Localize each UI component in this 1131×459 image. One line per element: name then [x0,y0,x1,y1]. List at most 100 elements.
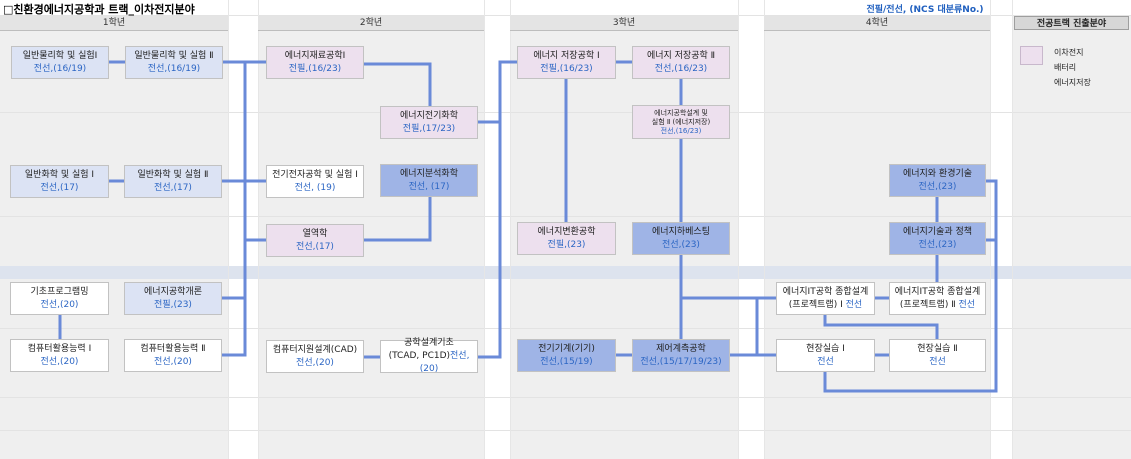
grid-line [990,0,991,459]
course-info: 전선,(20) [40,356,79,367]
course-name: 컴퓨터활용능력 Ⅰ [27,343,92,354]
course-electric-machinery[interactable]: 전기기계(기기) 전선,(15/19) [517,339,616,372]
year1-header: 1학년 [0,16,228,31]
course-info: 전선,(20) [419,351,470,374]
course-name: 공학설계기초 [404,338,454,348]
course-name: 기초프로그램밍 [30,286,89,297]
grid-line [1012,0,1013,459]
course-field-practice-2[interactable]: 현장실습 Ⅱ 전선 [889,339,986,372]
course-energy-design-2[interactable]: 에너지공학설계 및 실험 Ⅱ (에너지저장) 전선,(16/23) [632,105,730,139]
grid-line [764,0,765,459]
course-info: 전선,(15/19) [540,356,593,367]
course-name: 에너지 저장공학 Ⅰ [533,50,600,61]
course-info: 전선,(16/23) [660,126,702,135]
course-chemistry-2[interactable]: 일반화학 및 실험 Ⅱ 전선,(17) [124,165,222,198]
course-info: 전선, (19) [294,182,336,193]
course-info: 전선,(20) [40,299,79,310]
course-computer-1[interactable]: 컴퓨터활용능력 Ⅰ 전선,(20) [10,339,109,372]
course-energy-environment[interactable]: 에너지와 환경기술 전선,(23) [889,164,986,197]
course-it-design-1[interactable]: 에너지IT공학 종합설계 (프로젝트랩) Ⅰ 전선 [776,282,875,315]
course-info: 전선,(20) [296,357,334,368]
course-name: 현장실습 Ⅰ [806,343,845,354]
grid-line [0,15,1131,16]
course-name-extra: (TCAD, PC1D) [388,351,451,361]
course-chemistry-1[interactable]: 일반화학 및 실험 Ⅰ 전선,(17) [10,165,109,198]
course-info: 전선,(23) [918,181,957,192]
course-name: 에너지 저장공학 Ⅱ [646,50,716,61]
course-info: 전선 [817,356,834,367]
course-name: 에너지재료공학Ⅰ [284,50,346,61]
course-info: 전필,(23) [154,299,192,310]
course-field-practice-1[interactable]: 현장실습 Ⅰ 전선 [776,339,875,372]
course-info: 전선,(16/19) [33,63,87,74]
course-info: 전선,(23) [918,239,957,250]
course-cad[interactable]: 컴퓨터지원설계(CAD) 전선,(20) [266,340,364,373]
course-name: 에너지공학설계 및 [654,108,708,117]
legend-item-3: 에너지저장 [1054,78,1091,87]
course-basic-programming[interactable]: 기초프로그램밍 전선,(20) [10,282,109,315]
course-computer-2[interactable]: 컴퓨터활용능력 Ⅱ 전선,(20) [124,339,222,372]
course-control-measurement[interactable]: 제어계측공학 전선,(15/17/19/23) [632,339,730,372]
course-energy-storage-1[interactable]: 에너지 저장공학 Ⅰ 전필,(16/23) [517,46,616,79]
course-engineering-design-basics[interactable]: 공학설계기초 (TCAD, PC1D)전선,(20) [380,338,478,374]
course-name-line2: (프로젝트랩) Ⅱ 전선 [900,299,975,312]
course-energy-materials-1[interactable]: 에너지재료공학Ⅰ 전필,(16/23) [266,46,364,79]
course-name: 에너지변환공학 [537,226,596,237]
course-energy-harvesting[interactable]: 에너지하베스팅 전선,(23) [632,222,730,255]
course-name-extra: 실험 Ⅱ (에너지저장) [651,117,711,126]
course-name: 에너지IT공학 종합설계 [782,286,869,297]
course-name: 현장실습 Ⅱ [917,343,958,354]
course-physics-1[interactable]: 일반물리학 및 실험Ⅰ 전선,(16/19) [11,46,109,79]
course-electrochemistry[interactable]: 에너지전기화학 전필,(17/23) [380,106,478,139]
grid-line [0,397,1131,398]
course-info: 전필,(23) [547,239,586,250]
year1-column [0,16,228,459]
course-electrical-1[interactable]: 전기전자공학 및 실험 Ⅰ 전선, (19) [266,165,364,198]
course-physics-2[interactable]: 일반물리학 및 실험 Ⅱ 전선,(16/19) [125,46,223,79]
legend-swatch [1020,46,1043,65]
track-column [1012,16,1131,459]
grid-line [228,0,229,459]
course-info: 전선,(15/17/19/23) [640,356,722,367]
page-title: □친환경에너지공학과 트랙_이차전지분야 [3,3,195,16]
course-name: 에너지IT공학 종합설계 [894,286,981,297]
course-info: 전선,(17) [40,182,79,193]
course-name: 컴퓨터활용능력 Ⅱ [140,343,206,354]
legend-header: 전필/전선, (NCS 대분류No.) [866,5,984,15]
course-info: 전선,(20) [154,356,192,367]
course-thermodynamics[interactable]: 열역학 전선,(17) [266,224,364,257]
course-name-extra: (프로젝트랩) Ⅰ [788,299,843,310]
course-name: 일반물리학 및 실험 Ⅱ [134,50,214,61]
course-energy-storage-2[interactable]: 에너지 저장공학 Ⅱ 전선,(16/23) [632,46,730,79]
course-energy-conversion[interactable]: 에너지변환공학 전필,(23) [517,222,616,255]
course-name: 전기전자공학 및 실험 Ⅰ [272,169,358,180]
course-name: 에너지하베스팅 [652,226,710,237]
course-info: 전선, (17) [408,181,450,192]
course-name: 에너지분석화학 [400,168,458,179]
grid-line [0,430,1131,431]
course-name: 에너지기술과 정책 [902,226,973,237]
course-name-extra: (프로젝트랩) Ⅱ [899,299,956,310]
course-info: 전선,(17) [296,241,334,252]
course-analytical-chemistry[interactable]: 에너지분석화학 전선, (17) [380,164,478,197]
course-info: 전필,(16/23) [288,63,342,74]
course-info: 전선,(16/23) [654,63,708,74]
course-name: 전기기계(기기) [538,343,595,354]
course-info: 전선,(17) [154,182,192,193]
grid-line [484,0,485,459]
course-name: 열역학 [302,228,328,239]
course-energy-intro[interactable]: 에너지공학개론 전필,(23) [124,282,222,315]
grid-line [510,0,511,459]
course-energy-policy[interactable]: 에너지기술과 정책 전선,(23) [889,222,986,255]
course-name: 일반화학 및 실험 Ⅰ [24,169,95,180]
course-name: 에너지전기화학 [400,110,458,121]
course-info: 전필,(17/23) [402,123,456,134]
year4-header: 4학년 [764,16,990,31]
course-info: 전선,(16/19) [147,63,201,74]
separator-band [0,266,1131,279]
course-info: 전필,(16/23) [540,63,593,74]
course-it-design-2[interactable]: 에너지IT공학 종합설계 (프로젝트랩) Ⅱ 전선 [889,282,986,315]
track-header: 전공트랙 진출분야 [1014,16,1129,30]
year2-header: 2학년 [258,16,484,31]
